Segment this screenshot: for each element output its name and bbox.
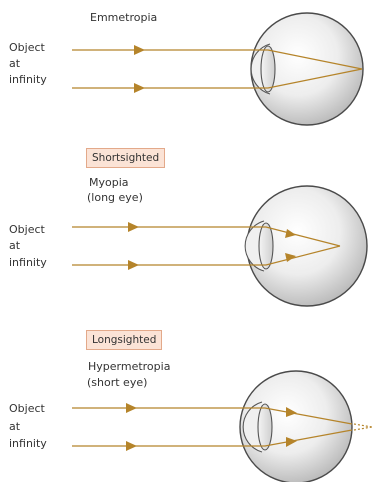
hypermetropia-eye	[239, 370, 353, 482]
object-label-line-1: Object	[9, 41, 45, 54]
lens-icon	[258, 222, 274, 270]
subtitle-line-1: Hypermetropia	[88, 360, 171, 373]
object-label-line-3: infinity	[9, 73, 47, 86]
ray-arrow-icons	[128, 222, 296, 270]
emmetropia-eye	[250, 12, 364, 126]
panel-title: Emmetropia	[90, 11, 158, 24]
object-label-line-1: Object	[9, 402, 45, 415]
subtitle-line-2: (long eye)	[87, 191, 143, 204]
object-label-line-2: at	[9, 420, 21, 433]
myopia-eye	[244, 185, 368, 307]
object-label-line-3: infinity	[9, 256, 47, 269]
shortsighted-badge: Shortsighted	[86, 148, 166, 168]
lens-icon	[257, 403, 273, 451]
lens-icon	[260, 45, 276, 93]
object-label-line-2: at	[9, 239, 21, 252]
ray-arrow-icons	[134, 45, 145, 93]
object-label-line-1: Object	[9, 223, 45, 236]
subtitle-line-2: (short eye)	[87, 376, 148, 389]
ray-arrow-icons	[126, 403, 297, 451]
longsighted-badge: Longsighted	[86, 330, 163, 350]
object-label-line-3: infinity	[9, 437, 47, 450]
subtitle-line-1: Myopia	[89, 176, 129, 189]
object-label-line-2: at	[9, 57, 21, 70]
